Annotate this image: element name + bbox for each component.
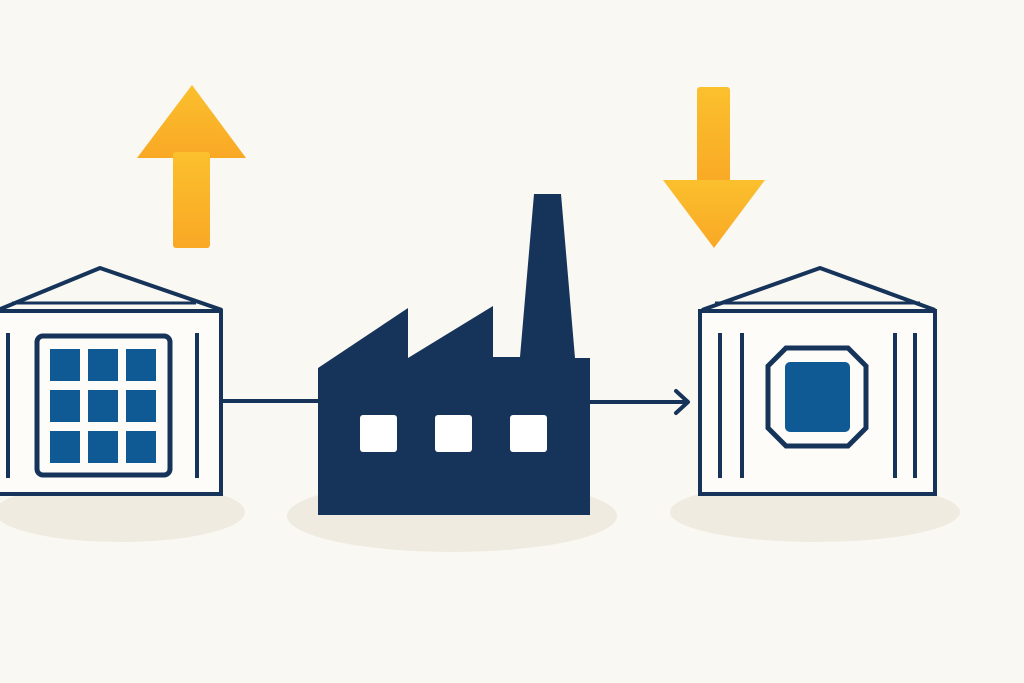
factory-window bbox=[435, 415, 472, 452]
arrow-down-icon bbox=[663, 87, 765, 248]
building-with-chip-icon bbox=[698, 266, 937, 496]
arrow-up-icon bbox=[137, 85, 246, 248]
factory-window bbox=[510, 415, 547, 452]
factory-icon bbox=[318, 194, 590, 515]
factory-window bbox=[360, 415, 397, 452]
connector-arrow-right bbox=[588, 389, 690, 415]
building-with-grid-panel-icon bbox=[0, 266, 223, 496]
chip-core bbox=[785, 362, 850, 432]
left-building-shadow bbox=[0, 482, 245, 542]
solar-grid bbox=[50, 349, 156, 463]
right-building-shadow bbox=[670, 482, 960, 542]
